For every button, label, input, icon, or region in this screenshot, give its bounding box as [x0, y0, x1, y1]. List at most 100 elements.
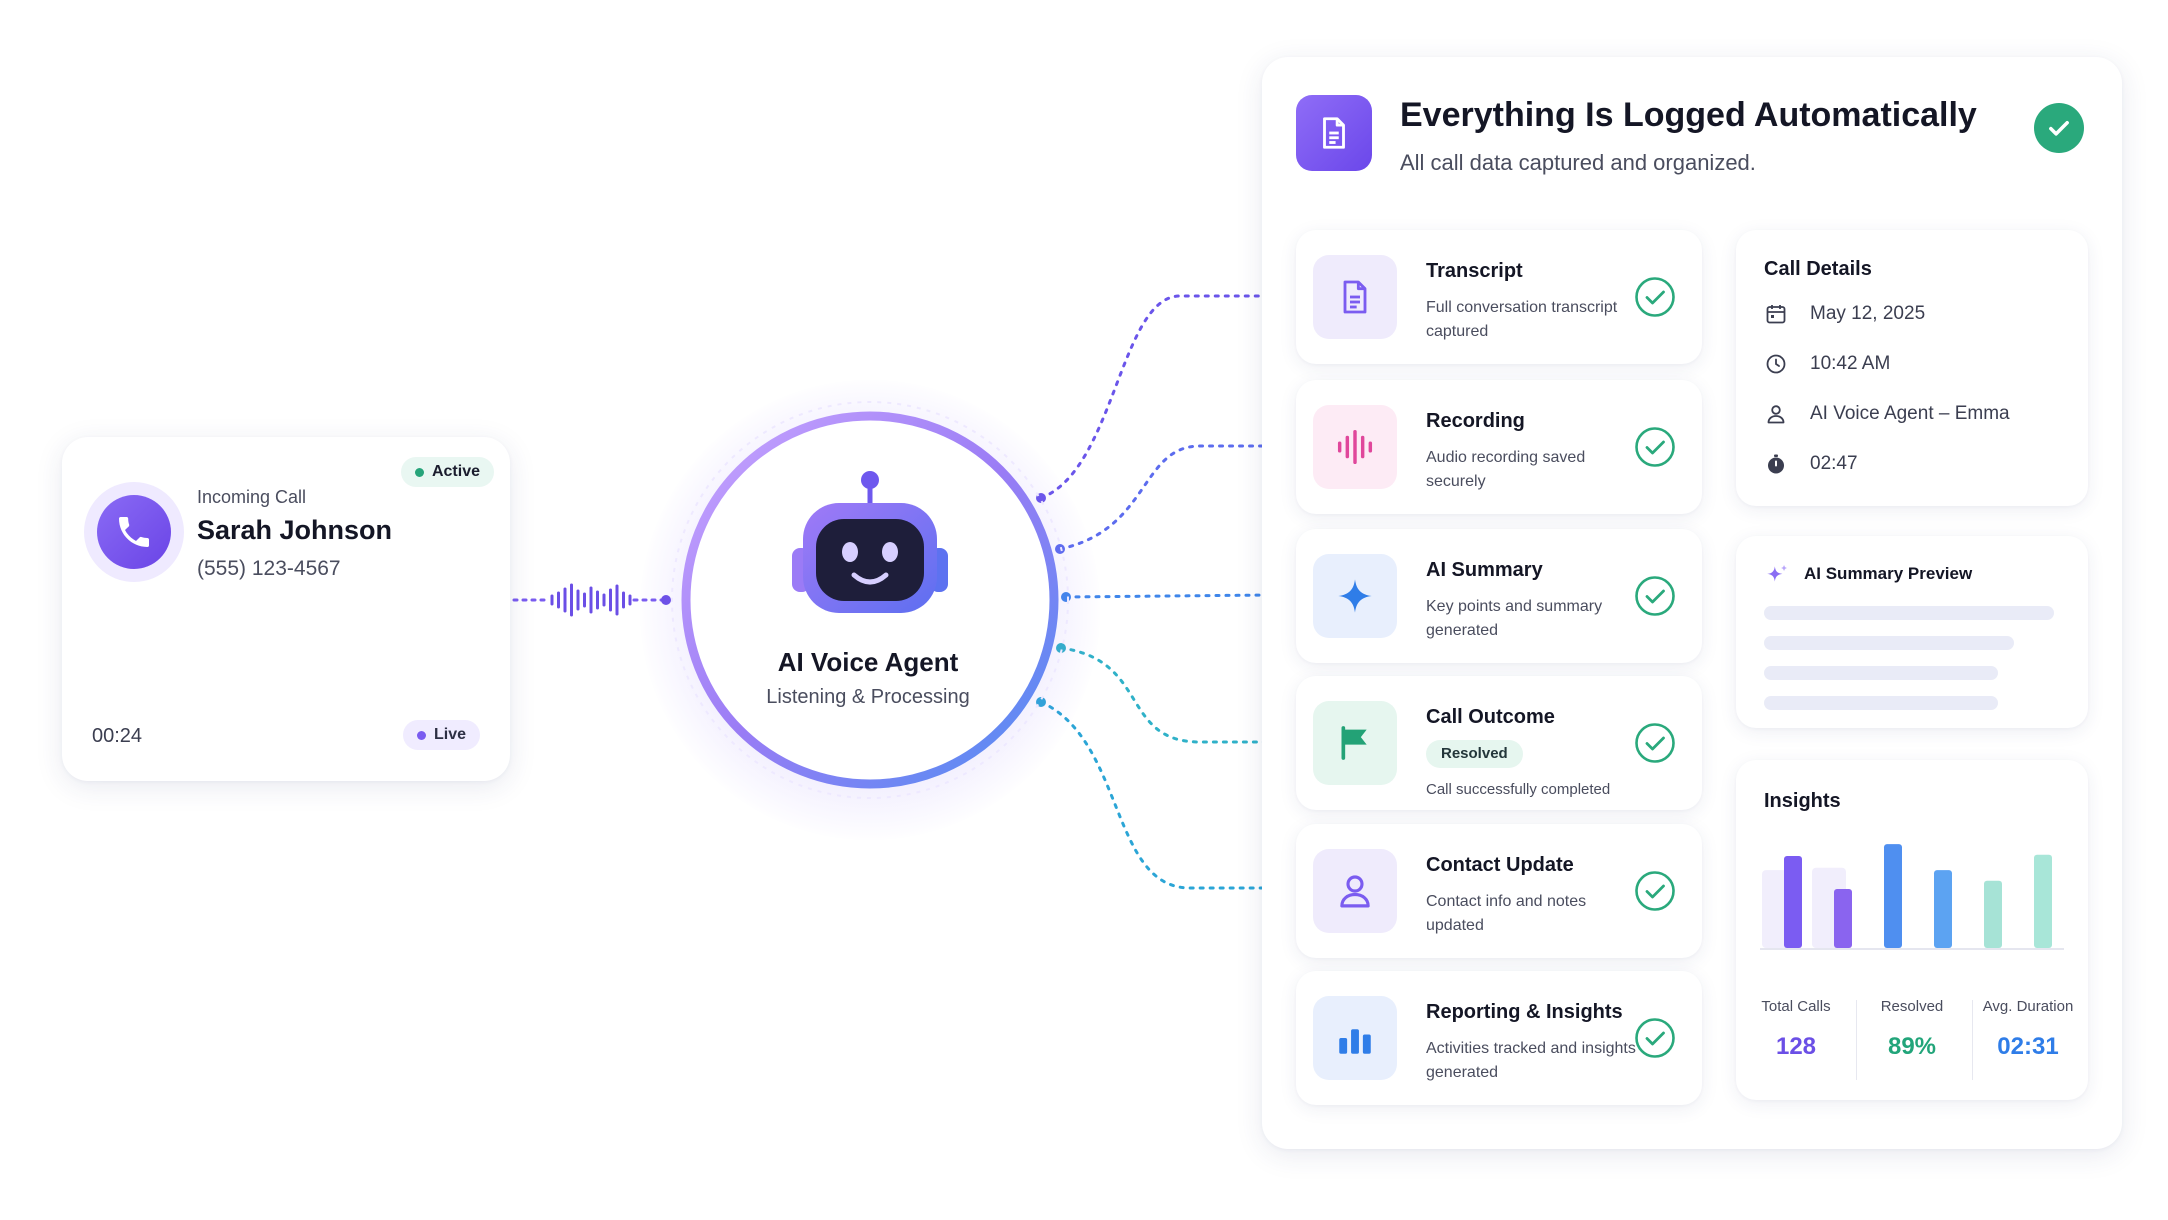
- insights-bar: [1884, 844, 1902, 948]
- panel-header-icon: [1296, 95, 1372, 171]
- bar-chart-icon: [1339, 1029, 1371, 1054]
- log-item-title: Transcript: [1426, 260, 1523, 282]
- incoming-call-card[interactable]: Active Incoming Call Sarah Johnson (555)…: [62, 437, 510, 781]
- stat-label: Resolved: [1880, 998, 1944, 1015]
- check-circle-icon: [1635, 277, 1675, 317]
- connector-contact: [1039, 700, 1272, 890]
- document-icon: [1343, 280, 1367, 314]
- stat-value: 89%: [1887, 1033, 1937, 1060]
- detail-agent: AI Voice Agent – Emma: [1764, 402, 2010, 426]
- call-to-agent-connector: [512, 583, 671, 617]
- log-item-recording[interactable]: Recording Audio recording saved securely: [1296, 380, 1702, 514]
- call-audio-waveform: [93, 622, 483, 682]
- ai-voice-agent-orb[interactable]: [660, 395, 1080, 815]
- log-item-title: Contact Update: [1426, 854, 1574, 876]
- stat-avg-duration: Avg. Duration 02:31: [1972, 998, 2084, 1061]
- summary-placeholder-line: [1764, 696, 1998, 710]
- agent-status: Listening & Processing: [766, 686, 970, 708]
- stat-divider: [1972, 1000, 1973, 1080]
- log-item-reporting-insights[interactable]: Reporting & Insights Activities tracked …: [1296, 971, 1702, 1105]
- ai-summary-icon-box: [1313, 554, 1397, 638]
- active-status-label: Active: [431, 463, 480, 480]
- agent-name: AI Voice Agent: [777, 647, 959, 677]
- contact-update-icon-box: [1313, 849, 1397, 933]
- live-dot: [416, 730, 426, 740]
- connector-recording: [1058, 444, 1272, 551]
- log-item-contact-update[interactable]: Contact Update Contact info and notes up…: [1296, 824, 1702, 958]
- call-outcome-icon-box: [1313, 701, 1397, 785]
- recording-icon-box: [1313, 405, 1397, 489]
- insights-bar: [2034, 854, 2052, 948]
- check-circle-icon: [1635, 427, 1675, 467]
- detail-time: 10:42 AM: [1764, 352, 1890, 376]
- transcript-icon-box: [1313, 255, 1397, 339]
- resolved-badge: Resolved: [1426, 740, 1523, 768]
- detail-duration: 02:47: [1764, 452, 1858, 476]
- log-item-title: Call Outcome: [1426, 706, 1555, 728]
- calendar-icon: [1766, 305, 1786, 324]
- detail-date: May 12, 2025: [1764, 302, 1925, 326]
- log-item-ai-summary[interactable]: AI Summary Key points and summary genera…: [1296, 529, 1702, 663]
- sparkle-icon: [1767, 564, 1788, 582]
- call-details-title: Call Details: [1764, 258, 1872, 280]
- stat-resolved: Resolved 89%: [1856, 998, 1968, 1061]
- check-circle-icon: [1635, 871, 1675, 911]
- phone-icon: [119, 517, 149, 547]
- audio-wave-icon: [1337, 429, 1373, 465]
- panel-title: Everything Is Logged Automatically: [1400, 96, 1977, 134]
- document-icon: [1323, 117, 1345, 149]
- insights-bar-chart: [1760, 844, 2064, 950]
- insights-title: Insights: [1764, 790, 1841, 812]
- robot-icon: [792, 471, 948, 613]
- detail-agent-value: AI Voice Agent – Emma: [1810, 403, 2010, 424]
- check-circle-icon: [2034, 103, 2084, 153]
- reporting-icon-box: [1313, 996, 1397, 1080]
- live-badge: Live: [402, 720, 480, 750]
- ai-summary-preview-card[interactable]: AI Summary Preview: [1736, 536, 2088, 728]
- log-item-description: Audio recording saved securely: [1426, 449, 1586, 490]
- insights-bar: [1784, 855, 1802, 948]
- log-item-call-outcome[interactable]: Call Outcome Resolved Call successfully …: [1296, 676, 1702, 810]
- check-circle-icon: [1635, 576, 1675, 616]
- summary-placeholder-line: [1764, 606, 2054, 620]
- log-item-title: AI Summary: [1426, 559, 1543, 581]
- log-item-title: Reporting & Insights: [1426, 1001, 1623, 1023]
- call-details-card: Call Details May 12, 2025 10:42 AM AI Vo…: [1736, 230, 2088, 506]
- connector-outcome: [1059, 646, 1272, 744]
- summary-placeholder-line: [1764, 666, 1998, 680]
- insights-bar: [1834, 889, 1852, 948]
- stat-label: Avg. Duration: [1982, 998, 2074, 1015]
- live-badge-label: Live: [433, 726, 466, 743]
- log-item-description: Key points and summary generated: [1426, 598, 1603, 639]
- detail-date-value: May 12, 2025: [1810, 303, 1926, 324]
- user-icon: [1767, 405, 1785, 424]
- flag-icon: [1341, 726, 1367, 760]
- detail-time-value: 10:42 AM: [1810, 353, 1891, 374]
- caller-phone: (555) 123-4567: [197, 557, 341, 580]
- log-item-description: Call successfully completed: [1426, 781, 1611, 798]
- status-dot: [414, 467, 424, 477]
- stat-value: 128: [1775, 1033, 1817, 1060]
- active-status-badge: Active: [400, 457, 494, 487]
- panel-subtitle: All call data captured and organized.: [1400, 150, 1756, 175]
- user-icon: [1340, 875, 1370, 908]
- stopwatch-icon: [1768, 454, 1784, 474]
- log-item-description: Contact info and notes updated: [1426, 893, 1587, 934]
- detail-duration-value: 02:47: [1810, 453, 1858, 474]
- sparkle-icon: [1338, 579, 1372, 613]
- stat-divider: [1856, 1000, 1857, 1080]
- ai-summary-preview-title: AI Summary Preview: [1804, 564, 1973, 583]
- clock-icon: [1766, 354, 1786, 374]
- check-circle-icon: [1635, 1018, 1675, 1058]
- caller-avatar: [84, 482, 184, 582]
- log-item-description: Full conversation transcript captured: [1426, 299, 1618, 340]
- log-item-transcript[interactable]: Transcript Full conversation transcript …: [1296, 230, 1702, 364]
- caller-name: Sarah Johnson: [197, 515, 393, 545]
- summary-placeholder-line: [1764, 636, 2014, 650]
- insights-card: Insights Total Calls 128 Resolved 89% Av…: [1736, 760, 2088, 1100]
- connector-summary: [1064, 593, 1272, 599]
- insights-bar: [1934, 870, 1952, 948]
- log-item-title: Recording: [1426, 410, 1525, 432]
- stat-total-calls: Total Calls 128: [1740, 998, 1852, 1061]
